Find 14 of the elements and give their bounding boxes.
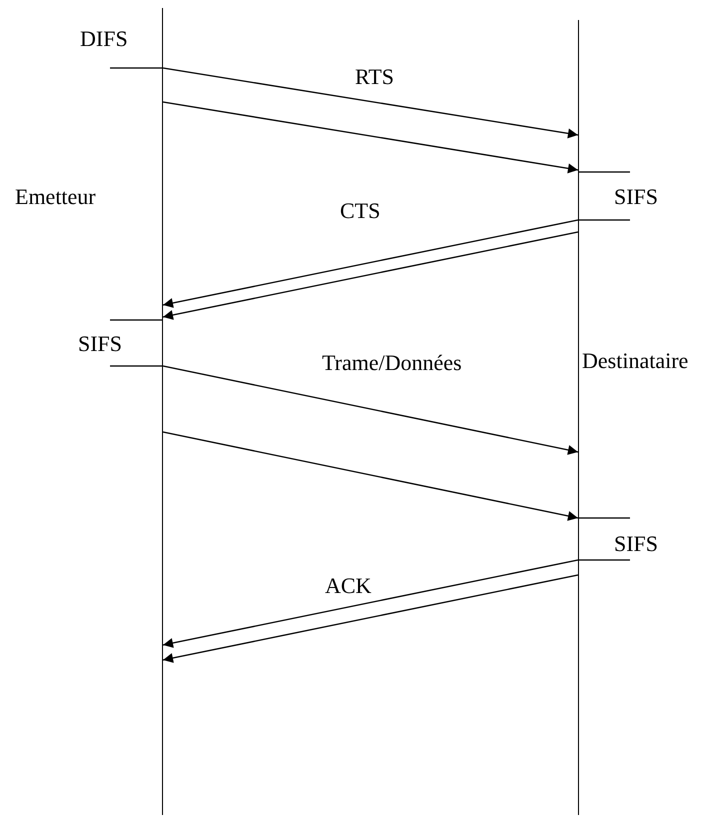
lifeline-label: Emetteur [15, 186, 96, 208]
arrow [162, 101, 578, 174]
interval-label: SIFS [614, 533, 658, 555]
arrow [162, 431, 578, 521]
arrow [162, 219, 578, 308]
arrow [162, 231, 578, 320]
interval-label: SIFS [614, 186, 658, 208]
arrow [162, 67, 578, 138]
interval-label: DIFS [80, 28, 128, 50]
arrow [162, 365, 578, 455]
arrow [162, 574, 578, 663]
arrow [162, 559, 578, 648]
interval-label: SIFS [78, 333, 122, 355]
lifeline-label: Destinataire [582, 350, 688, 372]
